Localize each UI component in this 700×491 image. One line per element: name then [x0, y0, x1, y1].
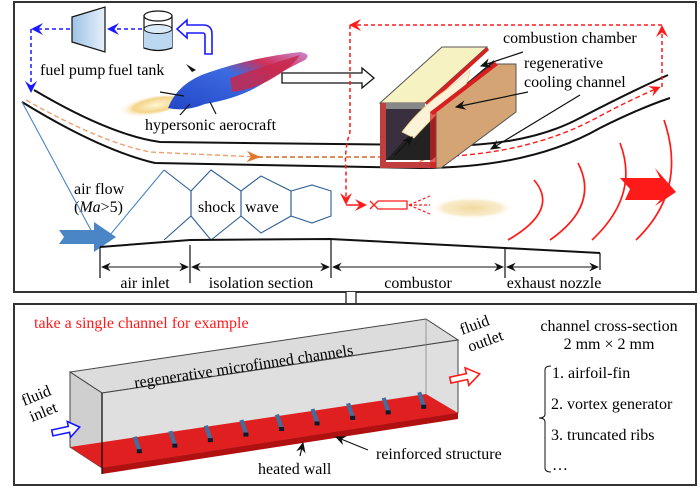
reinforced-rib-end	[314, 421, 320, 426]
fuel-pump-icon	[71, 6, 106, 53]
reinforced-rib-end	[385, 410, 391, 415]
reinforced-rib-end	[279, 427, 284, 431]
coolant-flow-segment-3	[429, 86, 661, 158]
cooling-channel-pointer	[454, 91, 529, 110]
aerocraft-label: hypersonic aerocraft	[145, 117, 277, 134]
fluid-outlet-arrow-icon	[448, 366, 482, 388]
combustion-plume-image	[430, 197, 514, 219]
hot-fuel-loop-down	[340, 25, 352, 205]
structure-item-more: …	[552, 457, 568, 474]
reinforced-rib-end	[243, 432, 249, 437]
injection-spray-lines	[408, 195, 431, 215]
reinforced-rib	[310, 408, 320, 425]
reinforced-rib	[203, 425, 213, 442]
combustion-chamber-image	[378, 46, 517, 169]
shock-label: shock	[198, 199, 235, 216]
reinforced-rib-end	[421, 404, 427, 409]
fuel-pump-label: fuel pump	[40, 62, 105, 79]
reinforced-rib	[381, 397, 391, 414]
reinforced-rib	[346, 402, 356, 419]
combustion-chamber-label: combustion chamber	[503, 30, 637, 47]
fuel-return-arrow-icon	[175, 18, 213, 55]
structure-list-brace	[538, 365, 552, 473]
fuel-injector-icon	[369, 200, 408, 210]
section-label-exhaust-nozzle: exhaust nozzle	[507, 275, 602, 292]
reinforced-rib-end	[136, 449, 142, 454]
structure-item-3: 3. truncated ribs	[551, 427, 655, 444]
cooling-channel-wall-pointer	[394, 136, 413, 156]
structure-item-1: 1. airfoil-fin	[552, 365, 630, 382]
reinforced-rib-end	[350, 415, 356, 420]
section-label-isolation: isolation section	[209, 275, 313, 292]
cooling-channel-label-2: cooling channel	[524, 74, 626, 91]
reinforced-rib	[275, 414, 284, 430]
heated-wall-label: heated wall	[258, 461, 332, 478]
microfinned-channel-3d	[68, 318, 460, 474]
fuel-tank-label: fuel tank	[108, 62, 164, 79]
reinforced-rib-end	[172, 443, 178, 448]
fuel-tank-icon	[143, 10, 173, 52]
fluid-inlet-arrow-icon	[50, 420, 82, 439]
engine-bottom-wall	[99, 237, 601, 254]
structure-item-2: 2. vortex generator	[551, 396, 673, 413]
section-label-air-inlet: air inlet	[120, 275, 170, 292]
combustion-chamber-pointer	[479, 51, 524, 68]
shock-wave-train	[163, 169, 332, 241]
reinforced-rib	[417, 391, 427, 408]
wave-label: wave	[245, 199, 279, 216]
example-label: take a single channel for example	[34, 315, 249, 332]
reinforced-structure-label: reinforced structure	[376, 446, 502, 463]
reinforced-rib	[168, 430, 178, 447]
reinforced-ribs	[132, 391, 427, 454]
section-ticks	[99, 239, 601, 283]
reinforced-structure-pointer	[334, 436, 369, 451]
reinforced-rib-end	[207, 438, 213, 443]
air-flow-label: air flow	[74, 181, 125, 198]
section-label-combustor: combustor	[384, 275, 452, 292]
coolant-flow-segment-1	[25, 99, 261, 163]
cooling-channel-label-1: regenerative	[524, 55, 603, 72]
air-flow-mach-label: (Ma>5)	[74, 199, 123, 216]
top-panel-frame	[13, 1, 697, 293]
exhaust-thrust-arrow-icon	[620, 168, 676, 206]
cross-section-title: channel cross-section	[540, 318, 677, 335]
inlet-shock-line-2	[99, 169, 165, 248]
hypersonic-aerocraft-image	[118, 52, 308, 117]
zoom-in-arrow-icon	[281, 66, 376, 90]
reinforced-rib	[239, 419, 249, 436]
cooling-path-pointer	[489, 94, 581, 150]
engine-lower-wall	[21, 97, 671, 170]
heated-wall-pointer	[296, 441, 306, 457]
inlet-shock-line-1	[21, 101, 101, 248]
reinforced-rib	[132, 436, 142, 453]
cross-section-size: 2 mm × 2 mm	[564, 336, 655, 353]
